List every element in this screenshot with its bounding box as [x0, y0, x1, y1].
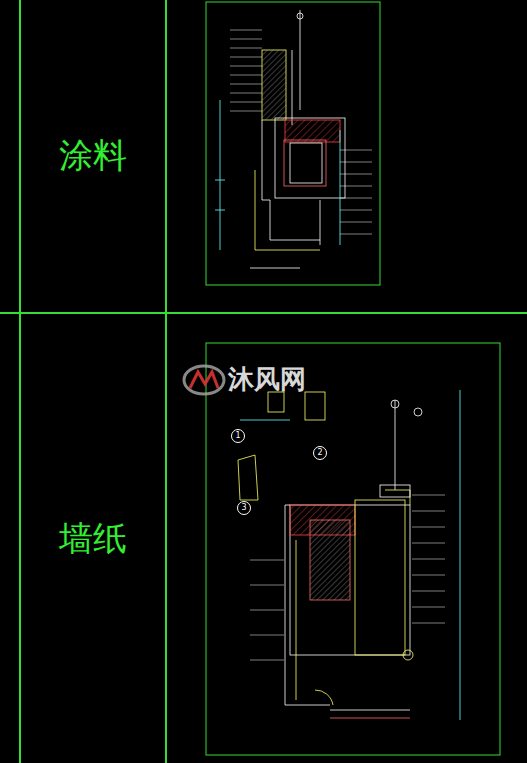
- leader-line: [412, 559, 445, 560]
- callout-number: 1: [235, 432, 240, 440]
- leader-line: [230, 75, 262, 76]
- leader-line: [250, 560, 284, 561]
- callout-number: 3: [241, 504, 246, 512]
- row-header-cell: 涂料: [21, 0, 165, 312]
- leader-line: [412, 575, 445, 576]
- leader-line: [412, 591, 445, 592]
- leader-line: [340, 174, 372, 175]
- row-label: 墙纸: [59, 516, 127, 562]
- leader-line: [230, 39, 262, 40]
- watermark: 沐风网: [228, 362, 306, 397]
- leader-line: [230, 30, 262, 31]
- leader-line: [412, 495, 445, 496]
- leader-line: [230, 84, 262, 85]
- detail-callout: 2: [313, 446, 327, 460]
- leader-line: [250, 635, 284, 636]
- leader-line: [230, 66, 262, 67]
- leader-line: [340, 198, 372, 199]
- row-header-cell: 墙纸: [21, 314, 165, 763]
- leader-line: [250, 610, 284, 611]
- row-label: 涂料: [59, 133, 127, 179]
- leader-line: [230, 48, 262, 49]
- leader-line: [230, 102, 262, 103]
- leader-line: [412, 527, 445, 528]
- leader-line: [250, 585, 284, 586]
- detail-callout: 1: [231, 429, 245, 443]
- leader-line: [340, 234, 372, 235]
- leader-line: [412, 511, 445, 512]
- leader-line: [230, 57, 262, 58]
- leader-line: [340, 150, 372, 151]
- leader-line: [340, 222, 372, 223]
- leader-line: [412, 623, 445, 624]
- leader-line: [340, 162, 372, 163]
- leader-line: [412, 543, 445, 544]
- leader-line: [230, 93, 262, 94]
- detail-callout: 3: [237, 501, 251, 515]
- leader-line: [340, 186, 372, 187]
- leader-line: [340, 210, 372, 211]
- leader-line: [412, 607, 445, 608]
- leader-line: [250, 660, 284, 661]
- leader-line: [230, 111, 262, 112]
- callout-number: 2: [317, 449, 322, 457]
